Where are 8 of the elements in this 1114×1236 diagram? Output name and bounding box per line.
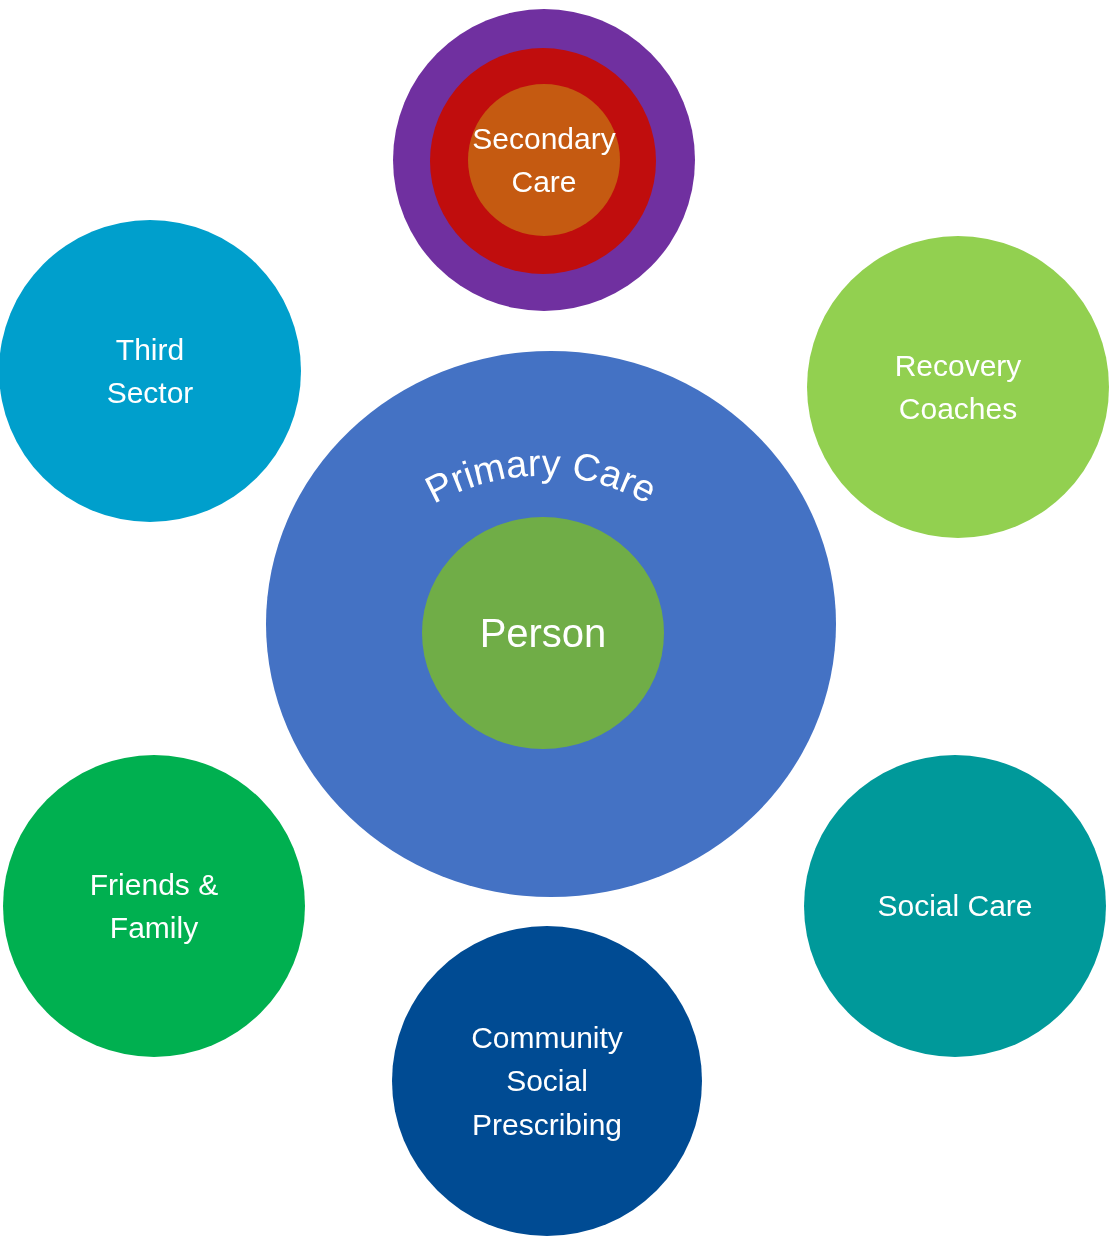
node-label: Primary Care (418, 441, 664, 512)
node-label: Friends & Family (88, 866, 220, 946)
node-label: Third Sector (105, 331, 195, 411)
node-label: Person (479, 610, 607, 657)
node-label: Community Social Prescribing (470, 1019, 624, 1143)
node-label: Recovery Coaches (893, 347, 1023, 427)
node-label: Secondary Care (471, 120, 617, 200)
node-label: Social Care (877, 888, 1033, 925)
